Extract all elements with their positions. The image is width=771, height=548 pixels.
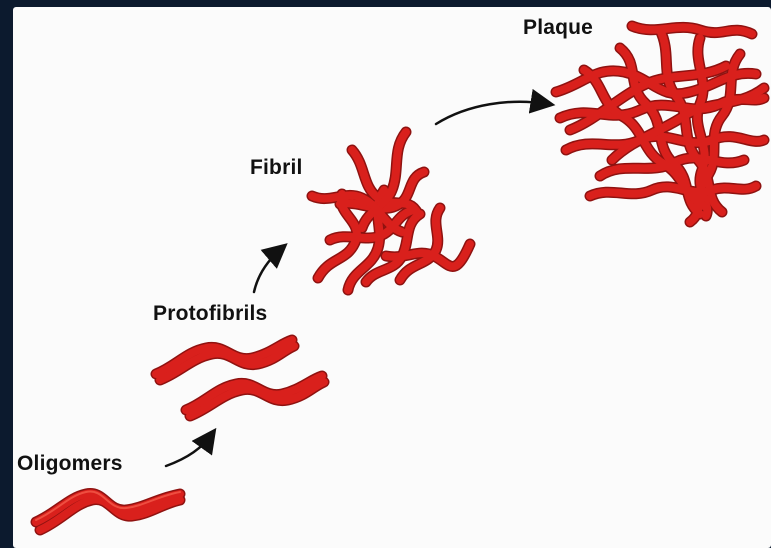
plaque-label: Plaque (523, 16, 593, 40)
protofibrils-strands (156, 340, 324, 416)
arrow-fibril-to-plaque (436, 102, 548, 124)
arrow-oligomers-to-protofibrils (166, 434, 212, 466)
fibril-label: Fibril (250, 156, 303, 180)
oligomers-strands (36, 492, 180, 530)
fibril-tangle (312, 132, 470, 290)
oligomers-label: Oligomers (17, 452, 123, 476)
protofibrils-label: Protofibrils (153, 302, 267, 326)
arrow-protofibrils-to-fibril (254, 248, 282, 292)
plaque-mass (556, 26, 764, 222)
